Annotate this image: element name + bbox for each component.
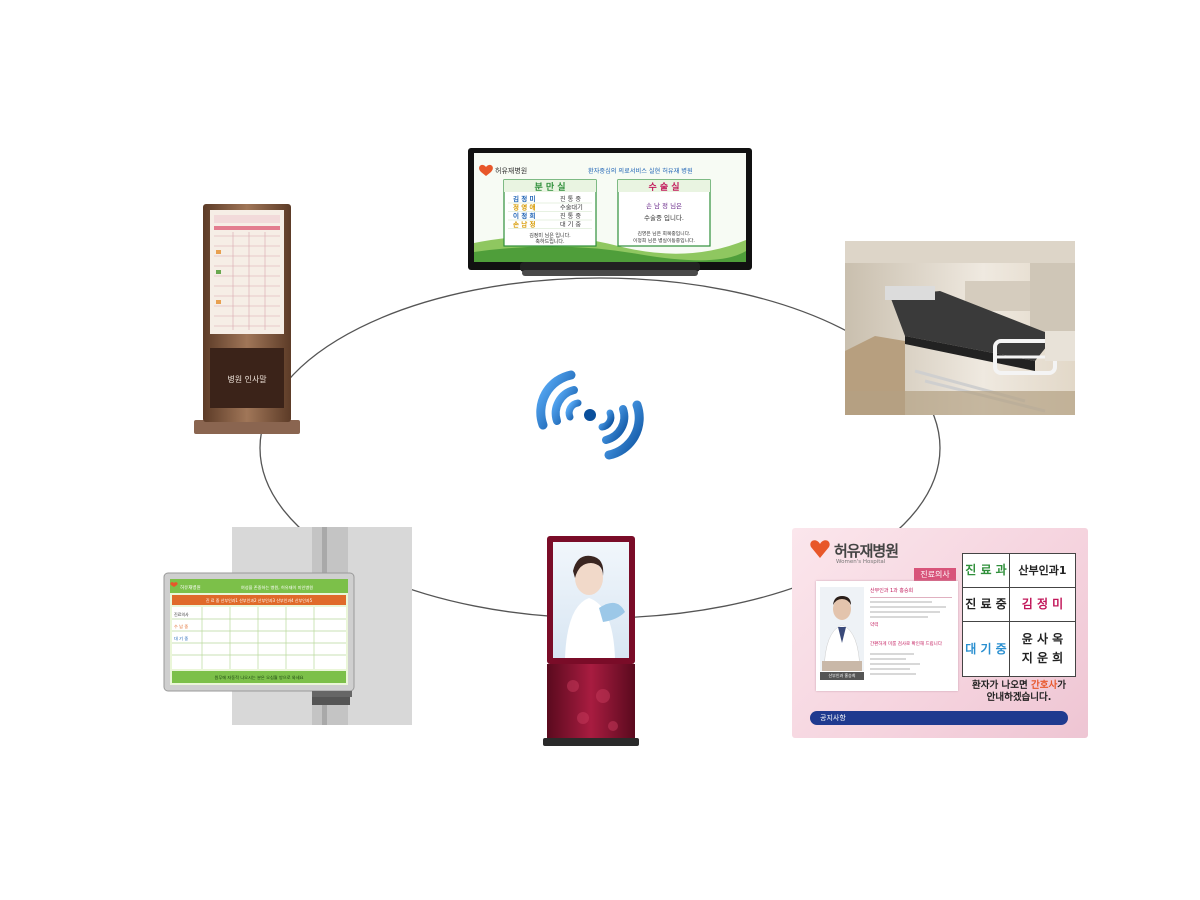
kiosk-label: 병원 인사말 [227, 374, 267, 384]
message-post: 가 [1057, 680, 1067, 691]
digital-signage-kiosk [543, 536, 639, 746]
or-line-2: 수술중 입니다. [644, 213, 684, 222]
tv-slogan: 환자중심의 의료서비스 실현 허유재 병원 [588, 167, 693, 175]
doctor-text-line [870, 601, 932, 603]
patient-status: 진 통 중 [560, 195, 581, 203]
heart-logo-icon [479, 164, 493, 176]
patient-name: 정 영 애 [513, 203, 535, 212]
doctor-caption: 산부인과 홍승희 [820, 672, 864, 680]
tv-logo: 허유재병원 [495, 166, 527, 175]
doctor-card: 산부인과 홍승희 산부인과 1과 홍승희 약력 간편하게 미룸 검사로 확인해 … [816, 581, 958, 691]
doctor-text-line [870, 658, 906, 660]
doctor-text-line [870, 611, 940, 613]
board-logo: 허유재병원 [834, 542, 899, 560]
doctor-note: 간편하게 미룸 검사로 확인해 드립니다 [870, 642, 942, 647]
wifi-signal-icon [536, 370, 644, 460]
standing-kiosk: 병원 인사말 [194, 204, 300, 434]
status-grid: 진 료 과 산부인과1 진 료 중 김 정 미 대 기 중 윤 사 옥 지 운 … [962, 553, 1076, 677]
left-footer-1: 김정미 님은 입니다. [529, 232, 571, 239]
doctor-section: 약력 [870, 623, 879, 628]
patient-name: 이 정 희 [513, 211, 535, 220]
grid-inprogress-label: 진 료 중 [963, 588, 1010, 622]
message-pre: 환자가 나오면 [971, 680, 1032, 691]
wall-row-label: 진료의사 [174, 611, 189, 617]
doctor-text-line [870, 663, 920, 665]
wall-footer: 원무에 자동적 나오시는 분은 오십월 방으로 와세요 [215, 674, 304, 681]
patient-name: 김 정 미 [513, 194, 535, 203]
grid-dept-label: 진 료 과 [963, 554, 1010, 588]
patient-status: 대 기 중 [560, 221, 581, 229]
wall-logo: 허유재병원 [180, 584, 201, 591]
doctor-tab: 진료의사 [914, 568, 956, 581]
heart-logo-icon [810, 540, 830, 558]
grid-waiting-value: 윤 사 옥 지 운 희 [1021, 632, 1064, 665]
wall-status-1: 수 납 중 [174, 623, 188, 630]
hospital-bed-photo [845, 241, 1075, 415]
message-line2: 안내하겠습니다. [986, 692, 1052, 703]
grid-dept-value: 산부인과1 [1010, 554, 1075, 588]
doctor-title: 산부인과 1과 홍승희 [870, 588, 914, 594]
patient-status: 진 통 중 [560, 212, 581, 220]
delivery-room-title: 분 만 실 [534, 181, 565, 193]
wall-header-row: 진 료 중 산부인과1 산부인과2 산부인과3 산부인과4 산부인과5 [206, 597, 313, 603]
wall-banner: 여성을 존중하는 병원, 허유재이 미인병원 [241, 584, 313, 591]
doctor-text-line [870, 653, 914, 655]
grid-inprogress-value: 김 정 미 [1010, 588, 1075, 622]
wall-status-2: 대 기 중 [174, 635, 188, 642]
board-logo-sub: Women's Hospital [836, 559, 886, 565]
doctor-text-line [870, 673, 916, 675]
waiting-status-board: 허유재병원 Women's Hospital 진료의사 산부인과 홍승희 산부인… [792, 528, 1088, 738]
or-footer-1: 김영은 님은 회복중입니다. [637, 230, 690, 237]
nurse-message: 환자가 나오면 간호사가 안내하겠습니다. [960, 680, 1078, 704]
or-line-1: 손 남 정 님은 [646, 201, 682, 210]
or-footer-2: 이정희 님은 병실이동중입니다. [633, 237, 695, 244]
doctor-text-line [870, 616, 928, 618]
grid-waiting-label: 대 기 중 [963, 622, 1010, 676]
patient-status: 수술대기 [560, 204, 583, 212]
message-em: 간호사 [1031, 680, 1058, 691]
doctor-divider [870, 597, 952, 598]
notice-bar: 공지사항 [810, 711, 1068, 725]
wall-display-photo: 허유재병원 여성을 존중하는 병원, 허유재이 미인병원 진 료 중 산부인과1… [163, 527, 412, 725]
doctor-text-line [870, 606, 946, 608]
patient-name: 손 남 정 [513, 220, 535, 229]
left-footer-2: 축하드립니다. [535, 238, 565, 245]
doctor-photo [820, 587, 864, 671]
doctor-text-line [870, 668, 910, 670]
operating-room-title: 수 술 실 [648, 181, 679, 193]
